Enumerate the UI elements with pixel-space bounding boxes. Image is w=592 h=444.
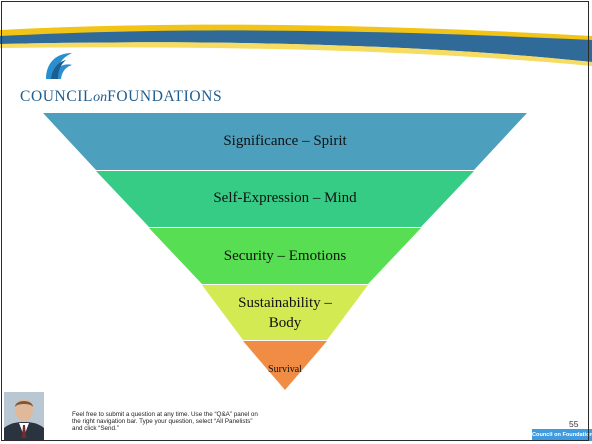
- level-4-label-line1: Sustainability –: [238, 295, 332, 311]
- pyramid-level-5: [243, 341, 327, 390]
- qa-instructions-line3: and click “Send.”: [72, 425, 119, 433]
- level-1-label: Significance – Spirit: [223, 133, 347, 149]
- level-5-label: Survival: [268, 364, 302, 375]
- council-badge: Council on Foundations: [532, 429, 592, 441]
- level-4-label-line2: Body: [268, 315, 302, 331]
- logo-word-on: on: [93, 90, 108, 105]
- council-logo-icon: [46, 53, 72, 79]
- pyramid-level-2: [96, 171, 474, 227]
- qa-instructions-line2: the right navigation bar. Type your ques…: [72, 418, 253, 426]
- header-swoosh: [0, 24, 592, 66]
- logo-word-council: COUNCIL: [20, 88, 94, 105]
- level-2-label: Self-Expression – Mind: [213, 190, 357, 206]
- council-logo-text: COUNCILonFOUNDATIONS: [20, 88, 222, 106]
- logo-word-foundations: FOUNDATIONS: [107, 88, 223, 105]
- pyramid-level-4: [202, 285, 368, 340]
- presenter-photo: [4, 392, 44, 440]
- pyramid-level-1: [43, 113, 527, 170]
- qa-instructions-line1: Feel free to submit a question at any ti…: [72, 411, 258, 418]
- level-3-label: Security – Emotions: [223, 248, 347, 264]
- slide-number: 55: [569, 419, 579, 429]
- pyramid-level-3: [149, 228, 421, 284]
- qa-instructions: Feel free to submit a question at any ti…: [72, 411, 342, 433]
